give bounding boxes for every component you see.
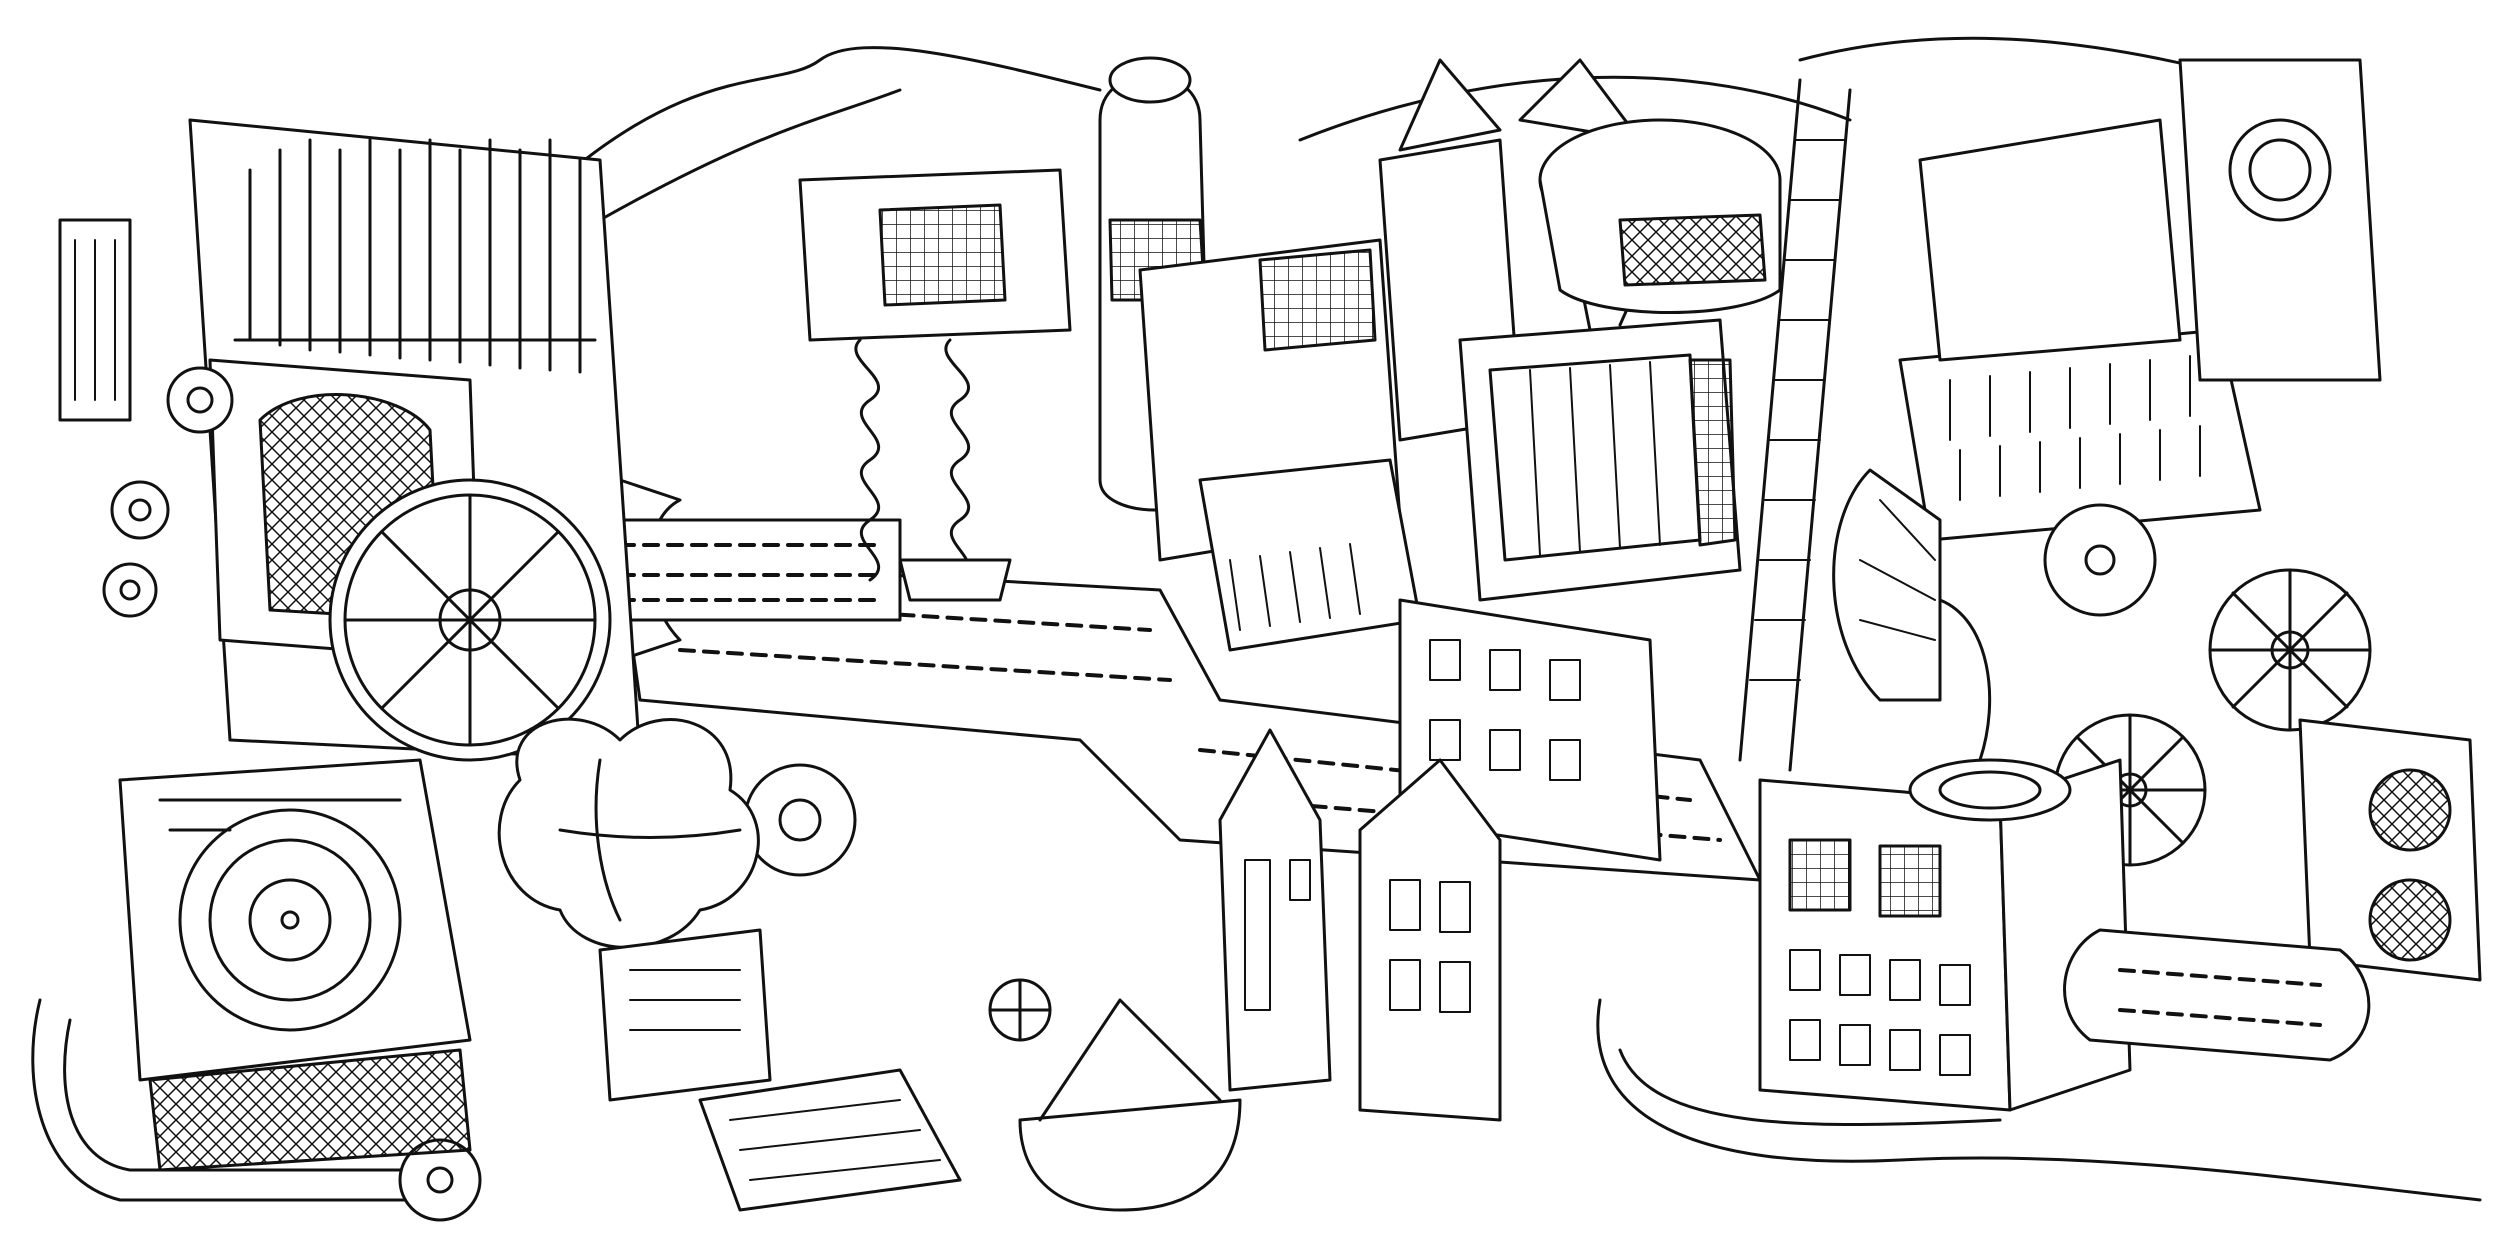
test-tubes: [233, 138, 597, 374]
television: [1458, 278, 1742, 602]
spring-tower: [798, 168, 1072, 602]
background-cables: [31, 36, 2482, 1202]
rolled-tube: [2063, 928, 2371, 1062]
obelisks: [1218, 728, 1502, 1122]
gears-right: [2043, 503, 2372, 867]
ladder: [1738, 78, 1852, 772]
synth-panels: [1138, 238, 1422, 652]
large-wheel: [328, 478, 612, 762]
building-right: [1758, 758, 2132, 1112]
speaker-box: [2298, 718, 2482, 982]
pillow-shape: [497, 717, 760, 949]
gramophone-horn: [1832, 468, 1992, 762]
key-machine: [1898, 58, 2382, 542]
bottom-devices: [598, 928, 1242, 1212]
turntable: [118, 758, 472, 1172]
drum-machine: [1538, 118, 1782, 314]
gears-left: [102, 366, 857, 1222]
